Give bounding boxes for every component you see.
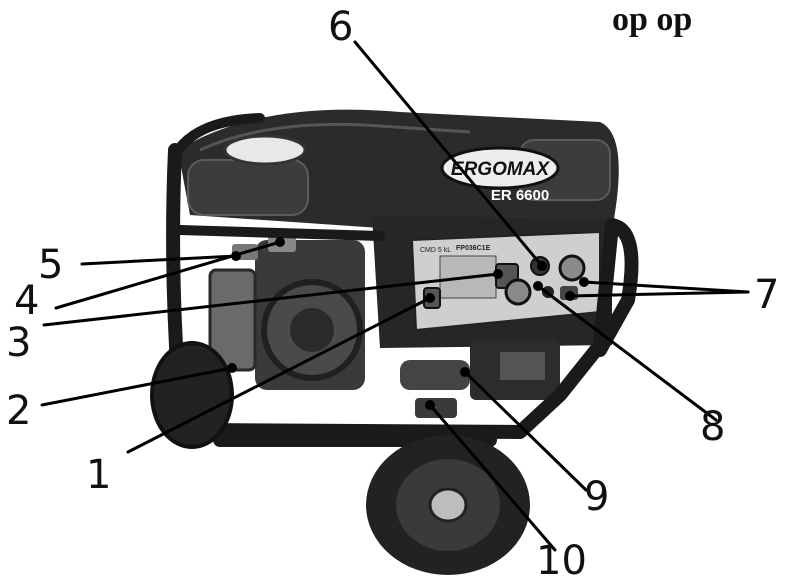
callout-3: 3 [6, 320, 31, 366]
leader-2 [40, 366, 234, 407]
mesh-vent-left [187, 159, 309, 216]
oil-drain [415, 398, 457, 418]
leader-1 [126, 296, 432, 454]
fuel-cap [223, 134, 307, 166]
tank-highlight [199, 122, 471, 152]
leader-3 [42, 272, 500, 327]
leader-6 [353, 40, 544, 268]
ac-socket-right [558, 254, 586, 282]
callout-5: 5 [38, 242, 63, 288]
callout-6: 6 [328, 4, 353, 50]
callout-1: 1 [86, 452, 111, 498]
leader-lines [40, 40, 750, 552]
panel-label: CMD 5 kL [420, 247, 451, 254]
leader-9 [463, 370, 588, 492]
leader-5 [80, 254, 238, 266]
brand-name: ERGOMAX [451, 159, 551, 180]
callout-2: 2 [6, 388, 31, 434]
leader-4 [54, 240, 282, 310]
header-fragment: ор ор [612, 1, 692, 38]
recoil-hub [290, 308, 334, 352]
battery-label [500, 352, 545, 380]
callout-4: 4 [14, 278, 39, 324]
leader-dots [227, 237, 589, 410]
callout-9: 9 [584, 474, 609, 520]
leader-10 [428, 403, 557, 552]
leader-7a [582, 280, 750, 294]
callout-7: 7 [754, 272, 779, 318]
leader-8 [536, 284, 718, 422]
muffler [400, 360, 470, 390]
rear-wheel [150, 341, 234, 449]
brand-badge: ERGOMAX [440, 146, 560, 190]
generator: ERGOMAX ER 6600 CMD 5 kL FP036C1E [150, 109, 639, 575]
frame-upper [173, 113, 385, 241]
model-name: ER 6600 [491, 187, 549, 204]
panel-code: FP036C1E [456, 245, 491, 252]
front-wheel [366, 435, 530, 575]
callout-10: 10 [536, 538, 587, 577]
callout-8: 8 [700, 404, 725, 450]
leader-7b [568, 290, 750, 298]
ac-socket-left [504, 278, 532, 306]
